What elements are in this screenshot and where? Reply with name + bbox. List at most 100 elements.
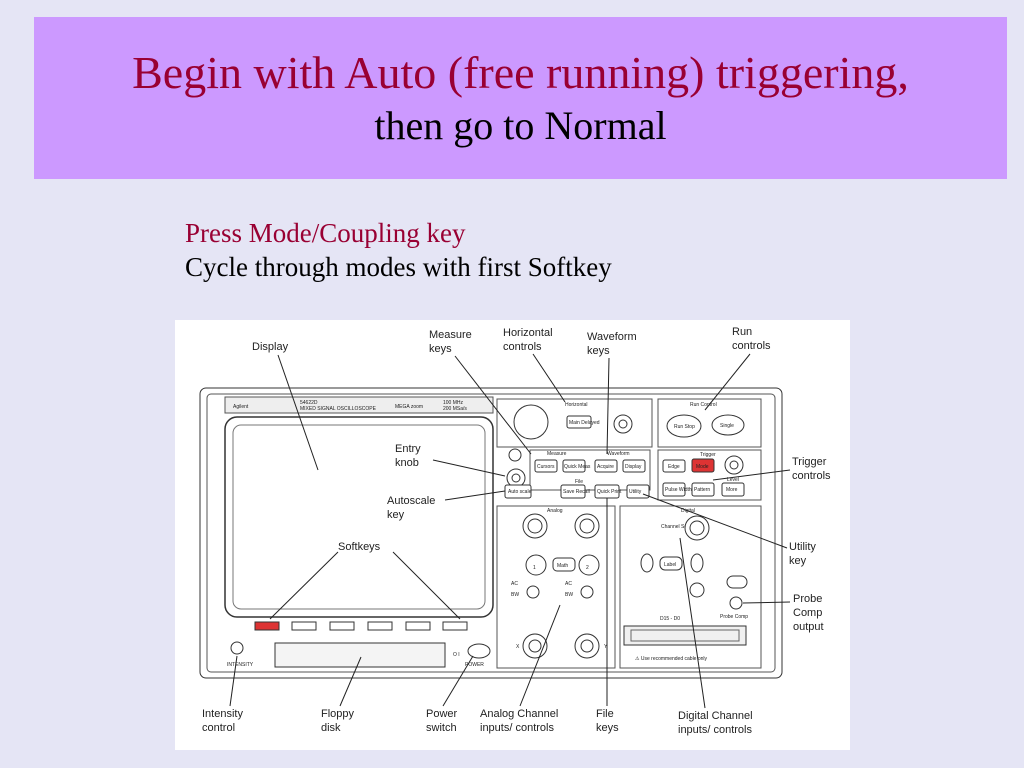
more-key[interactable] xyxy=(721,482,745,497)
callout-run-1: Run xyxy=(732,326,752,338)
callout-measure-keys-1: Measure xyxy=(429,329,472,341)
callout-file-1: File xyxy=(596,708,614,720)
label-key-text: Label xyxy=(664,562,676,568)
model-number: 54622D xyxy=(300,400,318,406)
ch2-label: 2 xyxy=(586,565,589,571)
callout-horizontal-2: controls xyxy=(503,341,542,353)
ch2-key[interactable] xyxy=(578,554,600,576)
leader-digital xyxy=(679,537,706,709)
ch1-bw-label: BW xyxy=(511,592,519,598)
display-key[interactable] xyxy=(622,459,646,473)
softkey-4[interactable] xyxy=(367,621,393,631)
display-screen xyxy=(224,416,494,618)
entry-knob-center xyxy=(511,473,521,483)
softkey-6[interactable] xyxy=(442,621,468,631)
callout-autoscale-2: key xyxy=(387,509,405,521)
single-label: Single xyxy=(720,423,734,429)
trigger-level-center xyxy=(729,460,739,470)
main-delayed-key[interactable] xyxy=(566,415,592,429)
ch1-position-knob[interactable] xyxy=(526,585,540,599)
leader-probe xyxy=(742,601,791,604)
run-stop-key[interactable] xyxy=(666,414,702,438)
digital-position-knob[interactable] xyxy=(689,582,705,598)
leader-waveform xyxy=(606,357,610,455)
callout-utility-2: key xyxy=(789,555,807,567)
digital-connector-inner xyxy=(630,629,740,642)
file-heading: File xyxy=(575,479,583,485)
save-recall-key[interactable] xyxy=(560,484,586,499)
cursors-key[interactable] xyxy=(534,459,558,473)
d15-d8-key[interactable] xyxy=(640,553,654,573)
ch1-key[interactable] xyxy=(525,554,547,576)
edge-label: Edge xyxy=(668,464,680,470)
d15-d0-text: D15 - D0 xyxy=(660,616,680,622)
callout-run-2: controls xyxy=(732,340,771,352)
single-key[interactable] xyxy=(711,414,745,436)
callout-probe-2: Comp xyxy=(793,607,822,619)
utility-key[interactable] xyxy=(626,484,650,499)
trigger-section xyxy=(657,449,762,501)
spec-sample-rate: 200 MSa/s xyxy=(443,406,467,412)
acquire-label: Acquire xyxy=(597,464,614,470)
digital-display-icon xyxy=(726,575,748,589)
quick-meas-key[interactable] xyxy=(562,459,586,473)
ch1-ac-label: AC xyxy=(511,581,518,587)
math-label: Math xyxy=(557,563,568,569)
callout-digital-1: Digital Channel xyxy=(678,710,753,722)
math-key[interactable] xyxy=(552,557,576,572)
callout-utility-1: Utility xyxy=(789,541,816,553)
ch2-position-knob[interactable] xyxy=(580,585,594,599)
horizontal-position-center xyxy=(618,419,628,429)
ch2-bnc-center xyxy=(580,639,594,653)
leader-autoscale xyxy=(444,490,506,501)
leader-entry xyxy=(432,459,506,477)
digital-section xyxy=(619,505,762,669)
edge-key[interactable] xyxy=(662,459,686,473)
leader-analog xyxy=(519,604,561,707)
quick-print-label: Quick Print xyxy=(597,489,622,495)
run-control-heading: Run Control xyxy=(690,402,717,408)
digital-cable-connector[interactable] xyxy=(623,625,747,646)
intensity-knob[interactable] xyxy=(230,641,244,655)
softkey-3[interactable] xyxy=(329,621,355,631)
run-stop-label: Run Stop xyxy=(674,424,695,430)
title-banner: Begin with Auto (free running) triggerin… xyxy=(34,17,1007,179)
cable-warning: ⚠ Use recommended cable only xyxy=(635,656,708,662)
acquire-key[interactable] xyxy=(594,459,618,473)
softkey-1-fill xyxy=(254,621,280,631)
analog-section xyxy=(496,505,616,669)
more-label: More xyxy=(726,487,738,493)
ch1-volts-inner xyxy=(527,518,543,534)
mode-coupling-key[interactable] xyxy=(691,458,715,473)
label-key[interactable] xyxy=(659,556,683,571)
trigger-heading: Trigger xyxy=(700,452,716,458)
instruction-line-1: Press Mode/Coupling key xyxy=(185,218,466,248)
leader-softkeys-right xyxy=(392,551,461,620)
callout-power-1: Power xyxy=(426,708,458,720)
instruction-line-2: Cycle through modes with first Softkey xyxy=(185,252,612,282)
pattern-key[interactable] xyxy=(691,482,715,497)
intensity-text: INTENSITY xyxy=(227,662,254,668)
channel-select-inner xyxy=(689,520,705,536)
pulse-width-key[interactable] xyxy=(662,482,686,497)
probe-comp-terminal[interactable] xyxy=(729,596,743,610)
softkey-2[interactable] xyxy=(291,621,317,631)
d7-d0-key[interactable] xyxy=(690,553,704,573)
callout-digital-2: inputs/ controls xyxy=(678,724,752,736)
leader-softkeys-left xyxy=(269,551,339,620)
timebase-knob[interactable] xyxy=(513,404,549,440)
measure-waveform-section xyxy=(529,449,651,491)
floppy-drive[interactable] xyxy=(274,642,446,668)
spec-bandwidth: 100 MHz xyxy=(443,400,464,406)
callout-waveform-1: Waveform xyxy=(587,331,637,343)
callout-measure-keys-2: keys xyxy=(429,343,452,355)
instruction-text: Press Mode/Coupling key Cycle through mo… xyxy=(185,216,612,284)
brand-logo: Agilent xyxy=(233,404,249,410)
waveform-heading: Waveform xyxy=(607,451,630,457)
measure-heading: Measure xyxy=(547,451,567,457)
main-delayed-label: Main Delayed xyxy=(569,420,600,426)
power-switch[interactable] xyxy=(467,643,491,659)
softkey-5[interactable] xyxy=(405,621,431,631)
cursors-label: Cursors xyxy=(537,464,555,470)
quick-meas-label: Quick Meas xyxy=(564,464,591,470)
